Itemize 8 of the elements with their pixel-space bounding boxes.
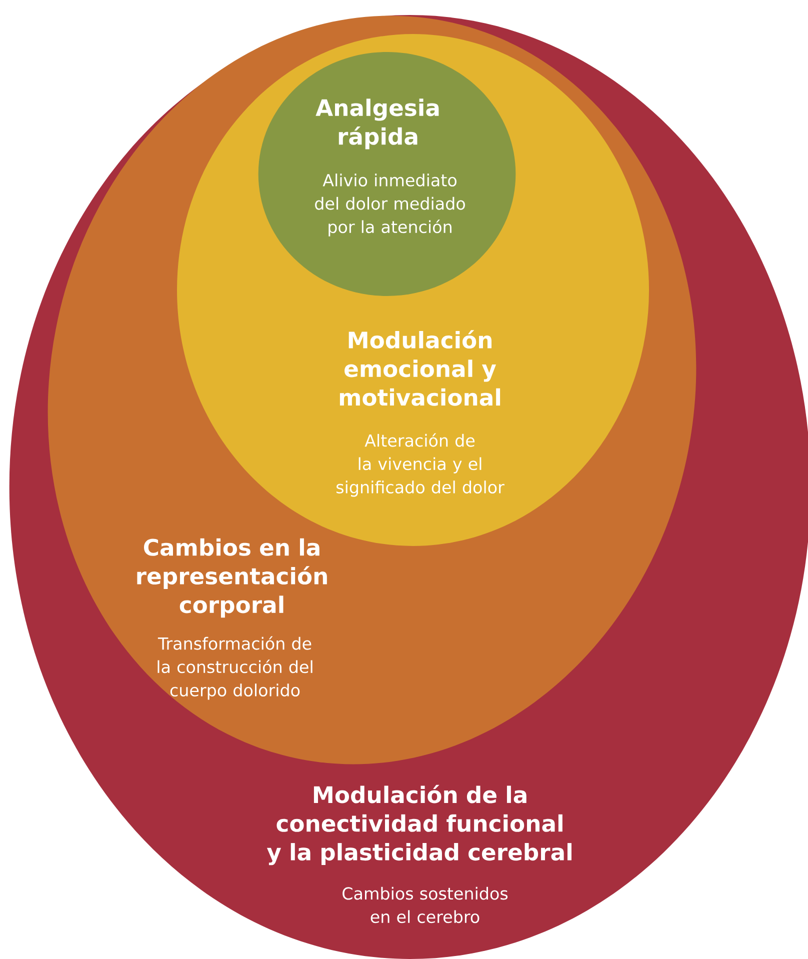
heading: Analgesia rápida xyxy=(316,98,439,150)
description: Alteración de la vivencia y el significado del dolor xyxy=(336,433,504,497)
heading: Cambios en la representación corporal xyxy=(137,538,327,618)
description: Cambios sostenidos en el cerebro xyxy=(342,886,508,924)
heading: Modulación de la conectividad funcional y la plasticidad cerebral xyxy=(266,784,572,866)
description: Transformación de la construcción del cuerpo dolorido xyxy=(158,636,312,700)
heading: Modulación emocional y motivacional xyxy=(340,330,500,406)
description: Alivio inmediato del dolor mediado por la atención xyxy=(315,174,465,236)
